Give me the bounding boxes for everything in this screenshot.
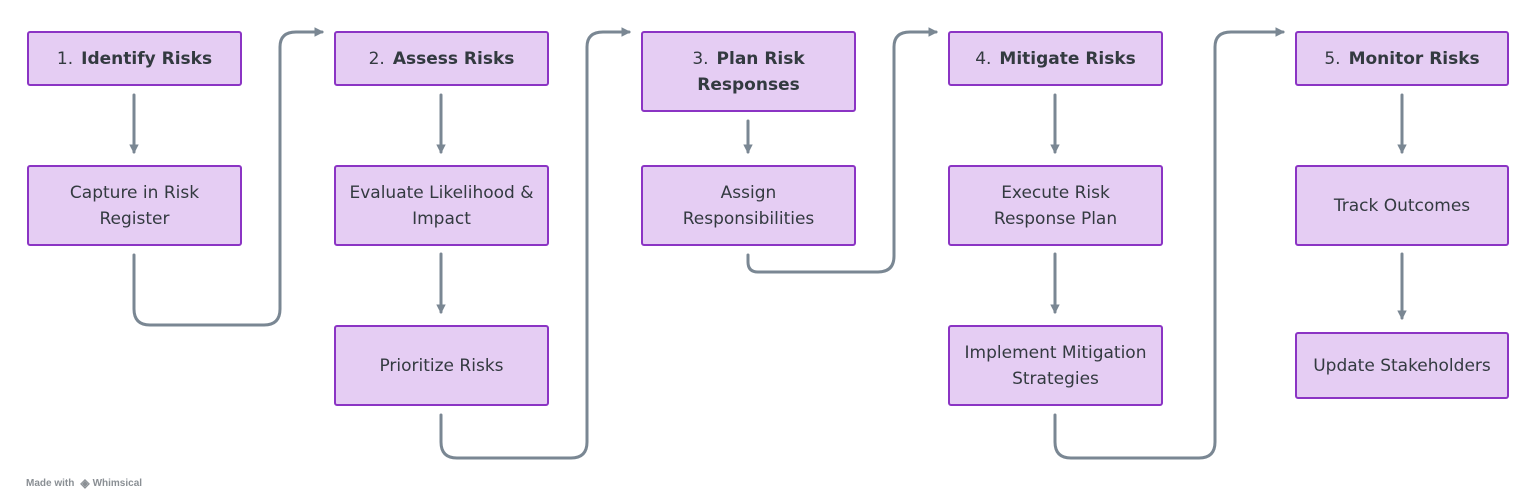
step-number: 3. xyxy=(692,48,709,69)
task-label: Implement Mitigation Strategies xyxy=(964,342,1147,389)
step-3-plan-risk-responses-node[interactable]: 3.Plan Risk Responses xyxy=(641,31,856,112)
step-number: 2. xyxy=(368,48,385,69)
step-title: Identify Risks xyxy=(81,48,213,69)
whimsical-brand-label: Whimsical xyxy=(92,477,143,489)
task-label: Assign Responsibilities xyxy=(682,182,815,229)
task-capture-in-risk-register-node[interactable]: Capture in Risk Register xyxy=(27,165,242,246)
step-5-monitor-risks-node[interactable]: 5. Monitor Risks xyxy=(1295,31,1509,86)
task-assign-responsibilities-node[interactable]: Assign Responsibilities xyxy=(641,165,856,246)
task-update-stakeholders-node[interactable]: Update Stakeholders xyxy=(1295,332,1509,399)
step-title: Monitor Risks xyxy=(1348,48,1480,69)
task-label: Prioritize Risks xyxy=(379,355,504,376)
task-prioritize-risks-node[interactable]: Prioritize Risks xyxy=(334,325,549,406)
task-evaluate-likelihood-impact-node[interactable]: Evaluate Likelihood & Impact xyxy=(334,165,549,246)
task-track-outcomes-node[interactable]: Track Outcomes xyxy=(1295,165,1509,246)
task-execute-risk-response-plan-node[interactable]: Execute Risk Response Plan xyxy=(948,165,1163,246)
made-with-label: Made with xyxy=(26,477,75,489)
step-2-assess-risks-node[interactable]: 2. Assess Risks xyxy=(334,31,549,86)
whimsical-logo-icon: ◈ xyxy=(80,476,90,490)
step-number: 1. xyxy=(56,48,74,69)
task-implement-mitigation-strategies-node[interactable]: Implement Mitigation Strategies xyxy=(948,325,1163,406)
step-number: 4. xyxy=(975,48,992,69)
step-1-identify-risks-node[interactable]: 1. Identify Risks xyxy=(27,31,242,86)
connector-capture-to-assess xyxy=(132,27,324,327)
task-label: Execute Risk Response Plan xyxy=(993,182,1118,229)
task-label: Capture in Risk Register xyxy=(69,182,200,229)
step-title: Plan Risk Responses xyxy=(697,48,805,95)
connector-prioritize-to-plan xyxy=(439,27,631,460)
task-label: Track Outcomes xyxy=(1333,195,1471,216)
task-label: Evaluate Likelihood & Impact xyxy=(349,182,534,229)
connector-assign-to-mitigate xyxy=(746,27,938,274)
task-label: Update Stakeholders xyxy=(1313,355,1491,376)
step-title: Assess Risks xyxy=(392,48,515,69)
step-title: Mitigate Risks xyxy=(999,48,1136,69)
connector-implement-to-monitor xyxy=(1053,27,1285,460)
made-with-whimsical-badge[interactable]: Made with ◈ Whimsical xyxy=(26,476,142,490)
step-number: 5. xyxy=(1324,48,1341,69)
step-4-mitigate-risks-node[interactable]: 4. Mitigate Risks xyxy=(948,31,1163,86)
